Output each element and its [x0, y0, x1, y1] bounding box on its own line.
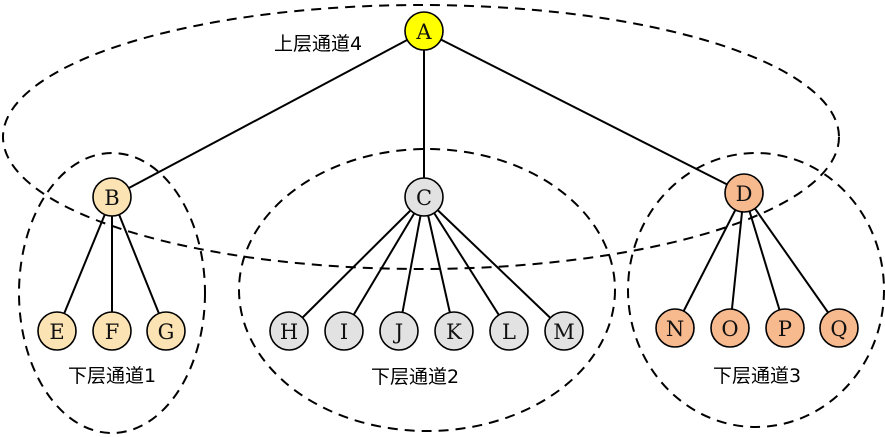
channel-4-outline	[2, 4, 840, 270]
node-d-circle	[724, 173, 764, 213]
edge-b-e	[56, 196, 113, 332]
edge-d-p	[743, 192, 786, 329]
node-n-label: N	[666, 317, 684, 341]
node-h: H	[269, 311, 309, 351]
node-g: G	[146, 311, 186, 351]
channel-1-label: 下层通道1	[68, 365, 156, 387]
node-g-label: G	[158, 320, 175, 344]
node-a-circle	[404, 11, 444, 51]
node-m-label: M	[553, 320, 575, 344]
edge-d-o	[729, 192, 745, 329]
node-e: E	[37, 311, 77, 351]
edge-a-d	[423, 30, 745, 194]
node-j-circle	[379, 311, 419, 351]
channel-4-label: 上层通道4	[274, 33, 362, 55]
node-m: M	[544, 311, 584, 351]
node-i: I	[324, 311, 364, 351]
node-f: F	[92, 311, 132, 351]
edge-b-g	[111, 196, 167, 332]
node-k-label: K	[446, 320, 462, 344]
node-g-circle	[146, 311, 186, 351]
node-n-circle	[655, 308, 695, 348]
node-j: J	[379, 311, 419, 351]
channel-3-outline	[627, 152, 885, 428]
channel-3-label: 下层通道3	[713, 365, 801, 387]
node-m-circle	[544, 311, 584, 351]
edge-a-b	[111, 30, 425, 198]
node-p-circle	[765, 308, 805, 348]
node-f-label: F	[105, 320, 120, 344]
node-b: B	[92, 177, 132, 217]
node-o-circle	[710, 308, 750, 348]
node-b-label: B	[104, 186, 119, 210]
channel-outlines	[2, 4, 885, 434]
node-i-circle	[324, 311, 364, 351]
tree-nodes: A B C D E F G H I J K L M N O P Q	[37, 11, 859, 351]
node-q-circle	[819, 308, 859, 348]
edge-c-m	[423, 196, 565, 332]
node-c: C	[404, 177, 444, 217]
tree-edges	[56, 30, 840, 332]
channel-2-outline	[238, 148, 616, 432]
node-j-label: J	[393, 320, 403, 344]
node-l-circle	[489, 311, 529, 351]
node-o: O	[710, 308, 750, 348]
node-o-label: O	[721, 317, 738, 341]
node-e-label: E	[49, 320, 64, 344]
node-a: A	[404, 11, 444, 51]
channel-1-outline	[18, 152, 206, 434]
edge-d-q	[743, 192, 840, 329]
node-l: L	[489, 311, 529, 351]
node-c-circle	[404, 177, 444, 217]
node-a-label: A	[415, 20, 432, 44]
edge-d-n	[674, 192, 745, 329]
node-e-circle	[37, 311, 77, 351]
node-i-label: I	[340, 320, 348, 344]
edge-c-k	[423, 196, 455, 332]
node-c-label: C	[416, 186, 432, 210]
node-h-circle	[269, 311, 309, 351]
node-p: P	[765, 308, 805, 348]
node-k-circle	[434, 311, 474, 351]
node-f-circle	[92, 311, 132, 351]
node-d: D	[724, 173, 764, 213]
node-q-label: Q	[830, 317, 847, 341]
node-k: K	[434, 311, 474, 351]
channel-labels: 上层通道4 下层通道1 下层通道2 下层通道3	[68, 33, 801, 388]
edge-c-l	[423, 196, 510, 332]
node-q: Q	[819, 308, 859, 348]
edge-c-i	[343, 196, 425, 332]
node-p-label: P	[778, 317, 792, 341]
node-n: N	[655, 308, 695, 348]
node-l-label: L	[502, 320, 516, 344]
node-b-circle	[92, 177, 132, 217]
edge-c-j	[398, 196, 425, 332]
node-h-label: H	[280, 320, 298, 344]
channel-2-label: 下层通道2	[371, 366, 459, 388]
node-d-label: D	[736, 182, 753, 206]
edge-c-h	[288, 196, 425, 332]
